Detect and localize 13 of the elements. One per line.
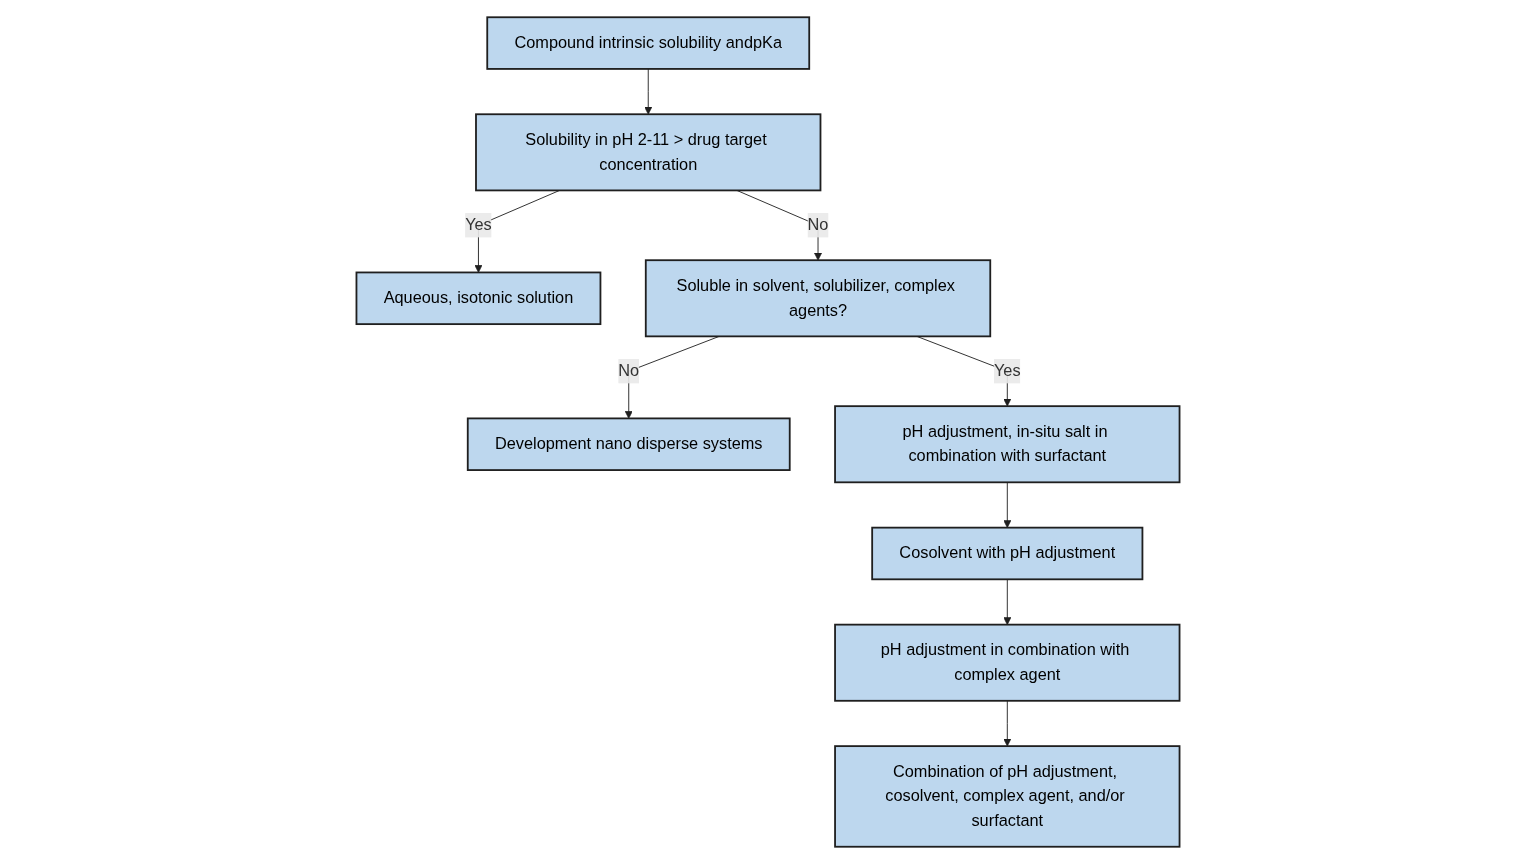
edge-label: Yes <box>465 215 492 234</box>
node-box: Aqueous, isotonic solution <box>355 271 602 326</box>
edge-label: No <box>807 215 829 234</box>
node-box: Development nano disperse systems <box>466 417 791 471</box>
node-box: Combination of pH adjustment, cosolvent, complex agent, and/or surfactant <box>834 745 1181 848</box>
node-box: pH adjustment, in-situ salt in combination with surfactant <box>834 405 1181 484</box>
node-box: Solubility in pH 2-11 > drug target concentration <box>475 113 822 192</box>
edge-label: Yes <box>993 361 1021 380</box>
edge-label: No <box>618 361 640 380</box>
node-box: Soluble in solvent, solubilizer, complex agents? <box>644 259 992 338</box>
node-box: pH adjustment in combination with complex agent <box>834 623 1181 702</box>
node-box: Compound intrinsic solubility andpKa <box>486 16 811 70</box>
node-box: Cosolvent with pH adjustment <box>871 526 1144 581</box>
